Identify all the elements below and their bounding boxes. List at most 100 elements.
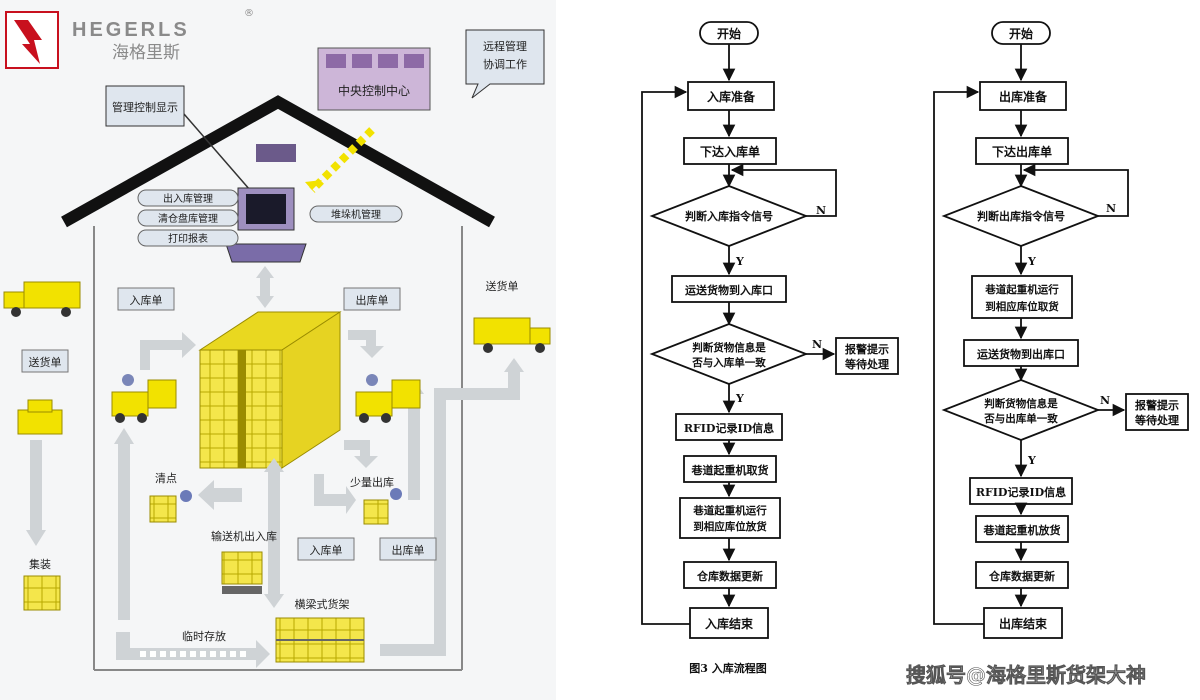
in-n1-label: N (816, 204, 826, 217)
pallet-icon (23, 575, 61, 611)
conveyor-pallet-icon (221, 551, 263, 585)
out-judge-label: 判断出库指令信号 (977, 209, 1065, 223)
goods-boxes-icon (17, 399, 63, 435)
conveyor-base (222, 586, 262, 594)
remote-line-1: 远程管理 (483, 39, 527, 53)
registered-mark: ® (244, 8, 254, 19)
out-judge2-line2: 否与出库单一致 (983, 412, 1058, 425)
figure-caption: 图3 入库流程图 (689, 661, 766, 675)
in-crane2-line1: 巷道起重机运行 (692, 504, 767, 517)
worker-right-icon (390, 488, 402, 500)
count-label: 清点 (155, 472, 177, 485)
svg-text:入库单: 入库单 (130, 294, 163, 307)
in-end-label: 入库结束 (705, 616, 754, 631)
svg-text:送货单: 送货单 (29, 355, 62, 369)
warehouse-illustration: HEGERLS ® 海格里斯 中央控制中心 远程管理 协调工作 管理控制显示 (0, 0, 556, 700)
beam-shelf-icon (275, 617, 365, 663)
wireless-signal (305, 127, 375, 193)
remote-line-2: 协调工作 (483, 57, 527, 71)
computer-terminal-icon (225, 187, 307, 263)
in-update-node (683, 561, 777, 589)
out-alarm-line1: 报警提示 (1135, 398, 1179, 412)
delivery-truck-right-icon (473, 317, 551, 353)
menu-inventory: 清仓盘库管理 (158, 212, 218, 225)
inbound-flowchart-labels: 开始 入库准备 下达入库单 判断入库指令信号 N Y 运送货物到入库口 判断货物… (684, 26, 889, 675)
tag-inbound-top: 入库单 (117, 287, 175, 311)
data-link-arrow (256, 266, 274, 308)
outbound-flowchart-labels: 开始 出库准备 下达出库单 判断出库指令信号 N Y 巷道起重机运行 到相应库位… (976, 26, 1179, 631)
out-update-node (975, 561, 1069, 589)
delivery-truck-left-icon (3, 281, 81, 317)
in-end-node (689, 607, 769, 639)
in-crane-label: 巷道起重机取货 (691, 463, 769, 477)
menu-print: 打印报表 (168, 232, 208, 245)
out-crane-run-node (971, 275, 1073, 319)
inbound-flowchart (641, 21, 899, 639)
svg-text:出库单: 出库单 (392, 543, 425, 557)
brand-name-cn: 海格里斯 (112, 43, 180, 63)
in-judge-label: 判断入库指令信号 (685, 209, 773, 223)
tag-inbound-bottom: 入库单 (297, 537, 355, 561)
central-control-center: 中央控制中心 (317, 47, 431, 111)
brand-name-en: HEGERLS (72, 19, 190, 41)
small-out-pallet-icon (363, 499, 389, 525)
out-issue-node (975, 137, 1069, 165)
out-crane-label: 巷道起重机放货 (983, 523, 1061, 537)
conveyor-label: 输送机出入库 (211, 529, 277, 543)
in-y2-label: Y (735, 392, 744, 405)
out-alarm-line2: 等待处理 (1134, 413, 1179, 427)
panel-gap (556, 0, 630, 700)
in-transport-label: 运送货物到入库口 (685, 283, 773, 297)
in-y1-label: Y (735, 255, 744, 268)
out-crane-run-line1: 巷道起重机运行 (984, 283, 1059, 296)
in-crane-place-node (679, 497, 781, 539)
remote-management-note: 远程管理 协调工作 (465, 29, 545, 99)
out-issue-label: 下达出库单 (992, 144, 1052, 159)
in-alarm-node (835, 337, 899, 375)
assemble-label: 集装 (29, 557, 51, 571)
out-n1-label: N (1106, 202, 1116, 215)
svg-text:出库单: 出库单 (356, 293, 389, 307)
in-transport-node (671, 275, 787, 303)
out-start-label: 开始 (1009, 26, 1033, 41)
menu-stacker: 堆垛机管理 (331, 208, 381, 221)
central-control-label: 中央控制中心 (338, 83, 410, 98)
in-alarm-line1: 报警提示 (845, 342, 889, 356)
out-crane-place-node (975, 515, 1069, 543)
in-alarm-line2: 等待处理 (844, 357, 889, 371)
out-update-label: 仓库数据更新 (988, 569, 1055, 583)
in-issue-label: 下达入库单 (700, 144, 760, 159)
out-alarm-node (1125, 393, 1189, 431)
out-crane-run-line2: 到相应库位取货 (985, 300, 1059, 313)
in-crane2-line2: 到相应库位放货 (693, 520, 767, 533)
brand-logo: HEGERLS ® 海格里斯 (5, 8, 254, 69)
in-rfid-label: RFID记录ID信息 (684, 421, 774, 435)
in-prep-label: 入库准备 (707, 89, 756, 104)
delivery-note-tag: 送货单 (21, 349, 69, 373)
in-n2-label: N (812, 338, 822, 351)
out-rfid-node (969, 477, 1073, 505)
tag-outbound-top: 出库单 (343, 287, 401, 311)
out-prep-label: 出库准备 (999, 89, 1048, 104)
management-menu: 出入库管理 清仓盘库管理 打印报表 堆垛机管理 (137, 189, 403, 247)
tag-outbound-bottom: 出库单 (379, 537, 437, 561)
house-roof (61, 95, 495, 228)
delivery-label-right: 送货单 (486, 279, 519, 293)
out-transport-label: 运送货物到出库口 (977, 347, 1065, 361)
beam-shelf-label: 横梁式货架 (295, 597, 350, 611)
display-label: 管理控制显示 (112, 100, 178, 114)
out-transport-node (963, 339, 1079, 367)
out-n2-label: N (1100, 394, 1110, 407)
out-end-node (983, 607, 1063, 639)
out-judge2-line1: 判断货物信息是 (984, 397, 1058, 410)
menu-inout: 出入库管理 (163, 192, 213, 205)
out-y2-label: Y (1027, 454, 1036, 467)
in-judge2-line2: 否与入库单一致 (691, 356, 766, 369)
in-start-label: 开始 (717, 26, 741, 41)
outbound-flowchart (933, 21, 1189, 639)
asrs-rack (198, 311, 342, 469)
watermark: 搜狐号@海格里斯货架大神 (906, 663, 1146, 687)
worker-left-icon (180, 490, 192, 502)
temp-storage-label: 临时存放 (182, 629, 226, 643)
